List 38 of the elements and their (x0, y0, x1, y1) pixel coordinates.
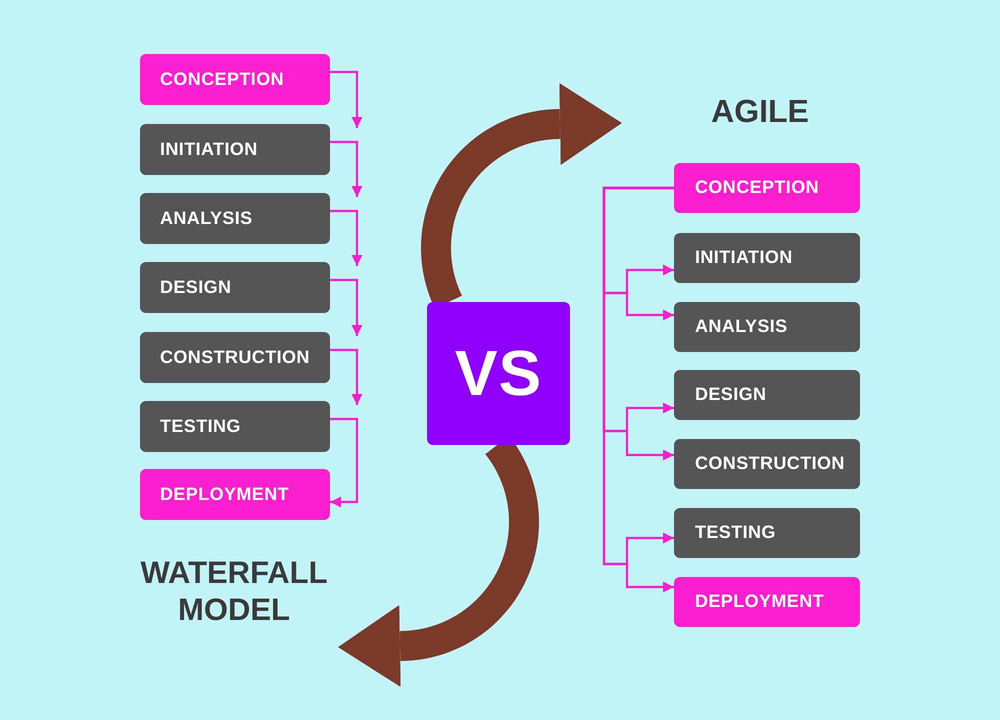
stage-box (674, 508, 860, 558)
heading: AGILE (710, 92, 810, 130)
stage-name: DESIGN (160, 278, 232, 298)
vs-box (427, 302, 570, 445)
stage-name: INITIATION (160, 140, 258, 160)
stage-box (140, 262, 330, 313)
stage-name: ANALYSIS (695, 317, 788, 337)
stage-name: DEPLOYMENT (160, 484, 290, 504)
arrow (330, 140, 362, 197)
vs-text: VS (454, 338, 542, 409)
arrow (330, 278, 362, 336)
stage-name: CONSTRUCTION (695, 454, 845, 474)
stage-box (674, 302, 860, 352)
stage-box (140, 193, 330, 244)
stage-box (140, 124, 330, 175)
stage-name: ANALYSIS (160, 208, 253, 228)
stage-box (674, 370, 860, 420)
stage-box (140, 401, 330, 452)
stage-name: TESTING (160, 416, 241, 436)
heading: WATERFALL MODEL (139, 554, 329, 628)
arrow (330, 70, 362, 128)
arrow (330, 418, 358, 508)
stage-box (674, 577, 860, 627)
stage-name: TESTING (695, 523, 776, 543)
stage-name: CONSTRUCTION (160, 348, 310, 368)
stage-box (674, 233, 860, 283)
stage-name: CONCEPTION (695, 178, 820, 198)
stage-box (674, 163, 860, 213)
stage-box (140, 54, 330, 105)
stage-name: CONCEPTION (160, 70, 284, 90)
arrow (330, 210, 362, 266)
arrow (330, 348, 362, 405)
stage-name: INITIATION (695, 248, 793, 268)
stage-name: DEPLOYMENT (695, 592, 824, 612)
stage-box (674, 439, 860, 489)
stage-name: DESIGN (695, 385, 766, 405)
stage-box (140, 332, 330, 383)
stage-box (140, 469, 330, 520)
